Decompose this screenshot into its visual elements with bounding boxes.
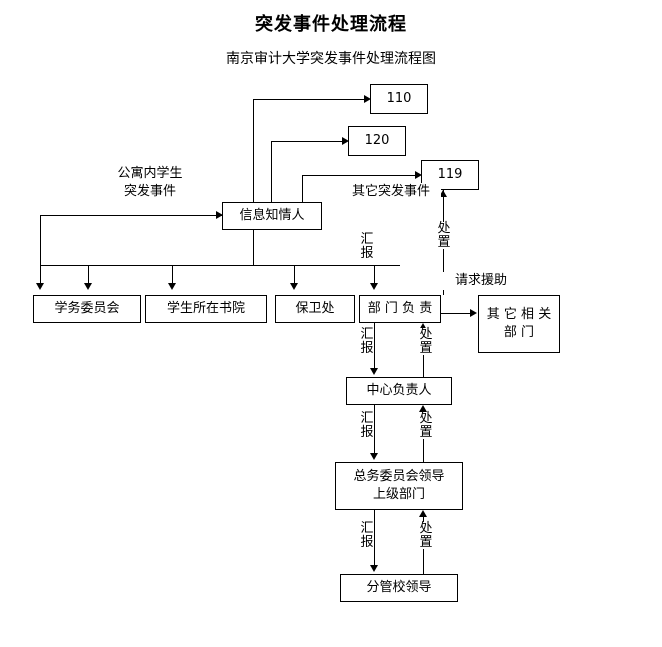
arrowhead-academic-committee — [36, 283, 44, 290]
node-120[interactable]: 120 — [348, 126, 406, 156]
edge-informant-119-horizontal — [302, 175, 417, 176]
label-report-center: 汇 报 — [360, 411, 374, 440]
arrowhead-other-departments — [470, 309, 477, 317]
arrowhead-center-from-general — [419, 405, 427, 412]
arrowhead-leader-from-general — [370, 565, 378, 572]
arrowhead-department-from-center — [419, 323, 427, 330]
node-academic-committee[interactable]: 学务委员会 — [33, 295, 141, 323]
edge-distribution-bus — [40, 265, 400, 266]
label-report-informant: 汇 报 — [360, 232, 374, 261]
node-other-departments[interactable]: 其 它 相 关 部 门 — [478, 295, 560, 353]
label-report-general: 汇 报 — [360, 521, 374, 550]
page-title: 突发事件处理流程 — [255, 14, 407, 35]
edge-bus-to-academic — [88, 265, 89, 285]
node-security-office[interactable]: 保卫处 — [275, 295, 355, 323]
edge-bus-to-department — [374, 265, 375, 285]
node-student-college[interactable]: 学生所在书院 — [145, 295, 267, 323]
edge-informant-down-stub — [253, 230, 254, 265]
edge-informant-120-vertical — [271, 141, 272, 202]
arrowhead-security-office — [290, 283, 298, 290]
label-other-incident: 其它突发事件 — [341, 183, 441, 201]
label-request-support: 请求援助 — [441, 272, 521, 290]
edge-department-center-report — [374, 323, 375, 370]
arrowhead-general-from-center — [370, 453, 378, 460]
arrowhead-119 — [415, 171, 422, 179]
label-dispose-dept: 处 置 — [419, 327, 433, 356]
edge-general-leader-report — [374, 510, 375, 567]
node-general-affairs[interactable]: 总务委员会领导 上级部门 — [335, 462, 463, 510]
label-dorm-incident: 公寓内学生 突发事件 — [100, 165, 200, 201]
node-center-head[interactable]: 中心负责人 — [346, 377, 452, 405]
arrowhead-120 — [342, 137, 349, 145]
edge-department-other — [441, 313, 472, 314]
edge-bus-to-security — [294, 265, 295, 285]
node-informant[interactable]: 信息知情人 — [222, 202, 322, 230]
edge-dorm-informant — [120, 215, 222, 216]
arrowhead-dispose-top — [439, 190, 447, 197]
arrowhead-general-from-leader — [419, 510, 427, 517]
edge-informant-110-horizontal — [253, 99, 366, 100]
node-department-head[interactable]: 部 门 负 责 — [359, 295, 441, 323]
arrowhead-academic-committee-2 — [84, 283, 92, 290]
edge-informant-119-vertical — [302, 175, 303, 202]
arrowhead-student-college — [168, 283, 176, 290]
edge-informant-120-horizontal — [271, 141, 344, 142]
edge-fan-far-left-vertical — [40, 215, 41, 285]
edge-center-general-report — [374, 405, 375, 455]
label-dispose-center: 处 置 — [419, 411, 433, 440]
label-report-dept: 汇 报 — [360, 327, 374, 356]
node-110[interactable]: 110 — [370, 84, 428, 114]
arrowhead-informant-left — [216, 211, 223, 219]
edge-informant-left-run — [40, 215, 122, 216]
arrowhead-110 — [364, 95, 371, 103]
label-dispose-general: 处 置 — [419, 521, 433, 550]
edge-informant-fan-stub — [200, 215, 201, 216]
arrowhead-department-head — [370, 283, 378, 290]
label-dispose-top: 处 置 — [437, 221, 451, 250]
edge-bus-to-college — [172, 265, 173, 285]
page-subtitle: 南京审计大学突发事件处理流程图 — [226, 51, 436, 67]
edge-informant-110-vertical — [253, 99, 254, 202]
node-school-leader[interactable]: 分管校领导 — [340, 574, 458, 602]
arrowhead-center-from-department — [370, 368, 378, 375]
